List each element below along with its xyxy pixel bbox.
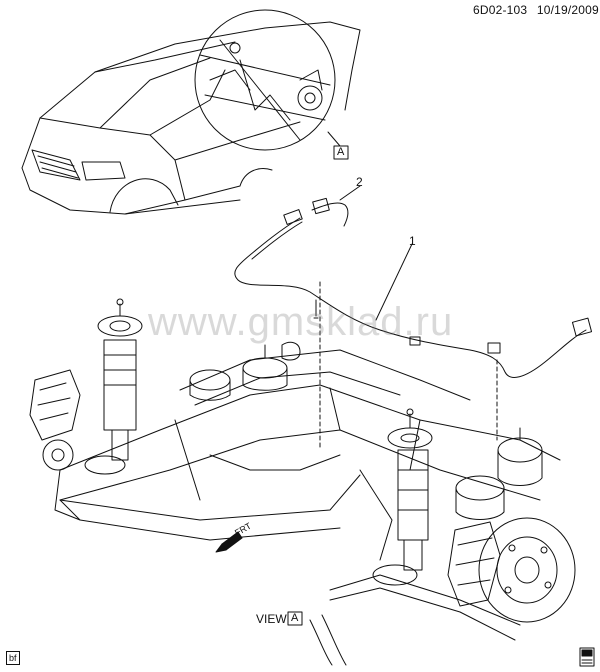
front-direction-arrow	[215, 531, 243, 553]
corner-printer-icon	[579, 647, 595, 667]
view-a-box	[287, 611, 303, 626]
right-brake-assembly	[447, 517, 576, 623]
center-mounts	[189, 341, 301, 401]
right-spring-mounts	[455, 427, 543, 520]
wiring-harness-item-1	[234, 209, 593, 378]
left-brake-assembly	[29, 369, 81, 471]
view-label: VIEW	[256, 612, 287, 626]
harness-branch-item-2	[311, 197, 349, 227]
view-box-label: A	[291, 612, 299, 624]
callout-item-2: 2	[356, 175, 363, 189]
rear-subframe	[54, 349, 561, 521]
detail-a-box	[333, 145, 349, 160]
diagram-id: 6D02-103	[473, 3, 528, 17]
footer-tag: bf	[6, 651, 20, 665]
vehicle-outline	[21, 21, 361, 215]
callout-leaders	[319, 185, 498, 451]
detail-magnifier	[194, 9, 341, 151]
callout-item-1: 1	[409, 234, 416, 248]
lower-control-arms	[59, 469, 521, 666]
right-strut-assembly	[372, 408, 433, 586]
diagram-date: 10/19/2009	[536, 3, 599, 17]
detail-box-label: A	[337, 146, 345, 158]
watermark: www.gmsklad.ru	[148, 300, 454, 344]
left-strut-assembly	[84, 298, 143, 475]
